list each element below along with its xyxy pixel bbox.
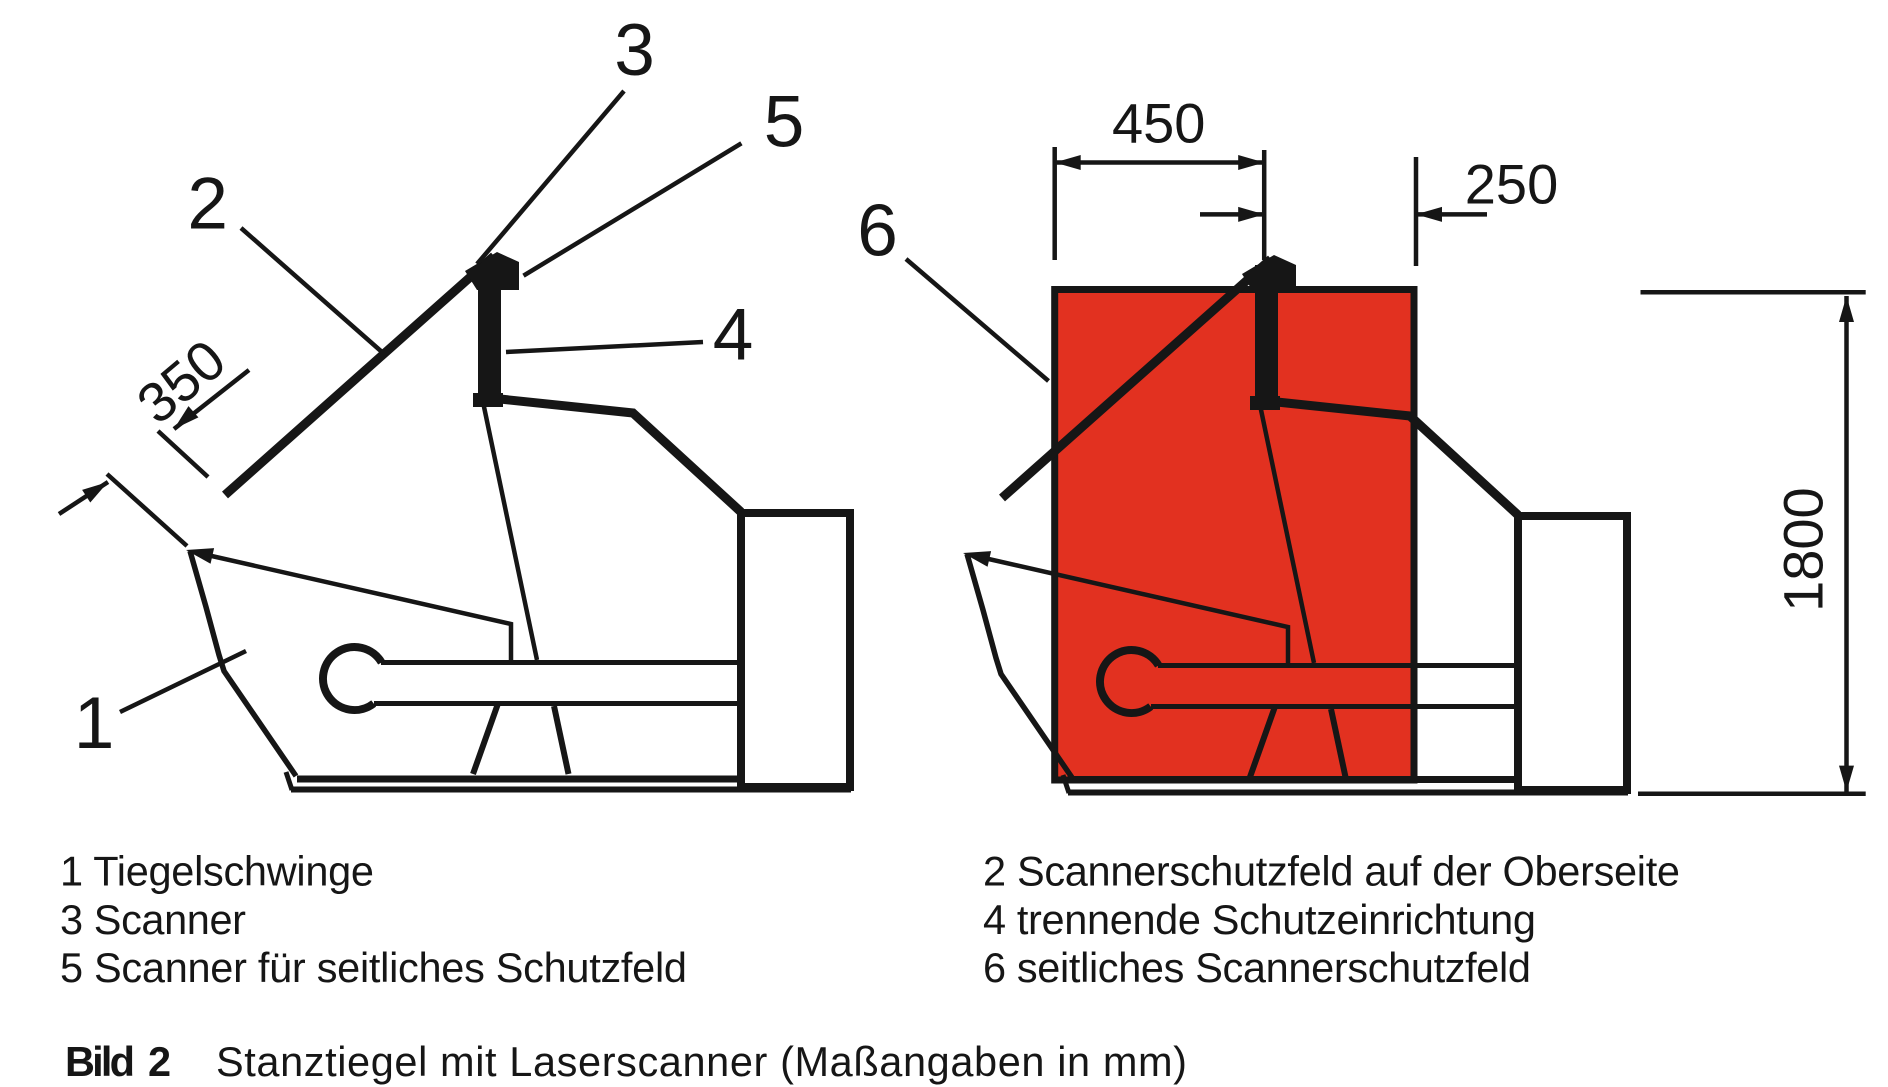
svg-text:2 Scannerschutzfeld auf der Ob: 2 Scannerschutzfeld auf der Oberseite (983, 848, 1680, 895)
svg-text:450: 450 (1112, 91, 1205, 154)
svg-text:Stanztiegel mit Laserscanner (: Stanztiegel mit Laserscanner (Maßangaben… (216, 1038, 1187, 1085)
svg-text:2: 2 (148, 1038, 171, 1085)
svg-text:5: 5 (764, 82, 805, 163)
svg-text:1800: 1800 (1771, 487, 1834, 612)
svg-text:3: 3 (614, 10, 655, 91)
svg-text:4 trennende Schutzeinrichtung: 4 trennende Schutzeinrichtung (983, 896, 1536, 943)
svg-text:1: 1 (74, 683, 115, 764)
svg-text:350: 350 (125, 327, 237, 435)
svg-text:250: 250 (1465, 152, 1558, 215)
svg-text:6: 6 (857, 190, 898, 271)
svg-text:3 Scanner: 3 Scanner (60, 896, 246, 943)
svg-text:2: 2 (187, 163, 228, 244)
svg-text:4: 4 (713, 294, 754, 375)
svg-text:1 Tiegelschwinge: 1 Tiegelschwinge (60, 848, 374, 895)
svg-text:Bild: Bild (65, 1038, 135, 1085)
svg-text:5 Scanner für seitliches Schut: 5 Scanner für seitliches Schutzfeld (60, 944, 687, 991)
svg-text:6 seitliches Scannerschutzfeld: 6 seitliches Scannerschutzfeld (983, 944, 1531, 991)
